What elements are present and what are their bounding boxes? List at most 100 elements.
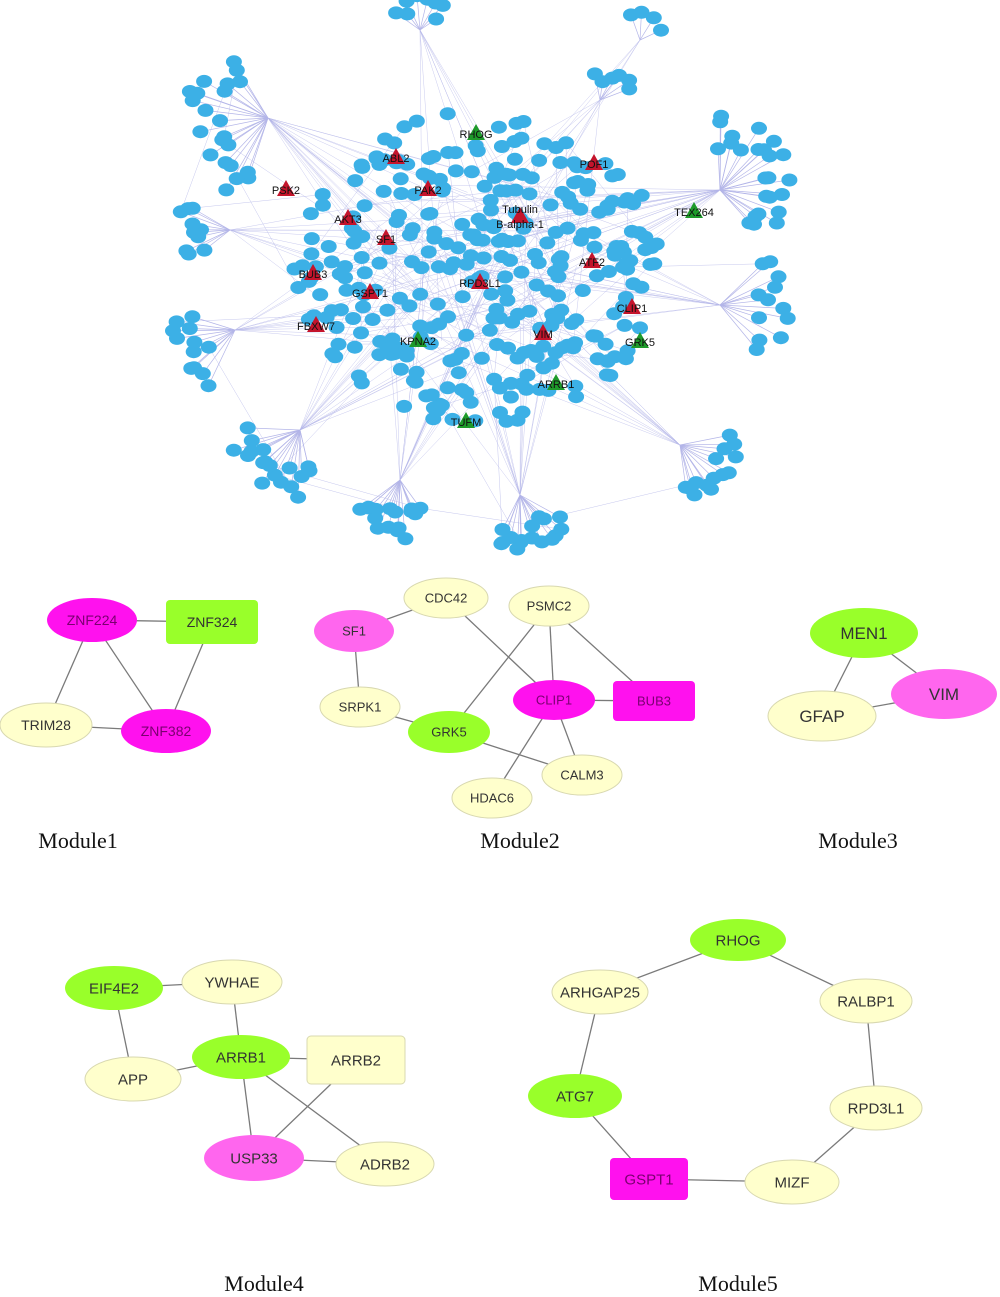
marker-label: SF1 <box>376 234 396 246</box>
overview-node <box>491 121 507 134</box>
overview-node <box>713 110 729 123</box>
overview-node <box>646 11 662 24</box>
marker-label: PSK2 <box>272 185 300 197</box>
module-node-label: BUB3 <box>637 694 671 709</box>
overview-node <box>183 362 199 375</box>
module-node: SF1 <box>314 610 394 652</box>
overview-node <box>380 342 396 355</box>
overview-node <box>780 312 796 325</box>
overview-node <box>508 184 524 197</box>
module-node-label: CALM3 <box>560 768 603 783</box>
overview-node <box>447 353 463 366</box>
overview-node <box>757 172 773 185</box>
overview-node <box>587 241 603 254</box>
module-node-label: TRIM28 <box>21 717 71 733</box>
overview-node <box>554 186 570 199</box>
overview-node <box>519 369 535 382</box>
overview-node <box>229 172 245 185</box>
overview-node <box>617 319 633 332</box>
overview-node <box>396 120 412 133</box>
marker-label: CLIP1 <box>617 303 648 315</box>
overview-node <box>347 341 363 354</box>
overview-node <box>196 244 212 257</box>
overview-node <box>386 136 402 149</box>
overview-node <box>435 0 451 12</box>
overview-node <box>399 350 415 363</box>
overview-node <box>196 75 212 88</box>
overview-node <box>422 207 438 220</box>
red-marker: POF1 <box>580 154 609 171</box>
module-caption: Module5 <box>698 1271 777 1297</box>
overview-node <box>382 502 398 515</box>
overview-node <box>184 310 200 323</box>
overview-node <box>212 114 228 127</box>
overview-node <box>440 381 456 394</box>
overview-network: ABL2PAK2PSK2AKT3SF1BUB3GSPT1FBXW7RPD3L1A… <box>165 0 797 555</box>
overview-node <box>254 477 270 490</box>
module-node-label: HDAC6 <box>470 791 514 806</box>
marker-label: TEX264 <box>674 207 714 219</box>
overview-node <box>403 505 419 518</box>
overview-node <box>510 352 526 365</box>
marker-label: AKT3 <box>334 214 362 226</box>
overview-node <box>492 311 508 324</box>
module-node: GSPT1 <box>610 1158 688 1200</box>
overview-node <box>458 329 474 342</box>
overview-node <box>495 523 511 536</box>
module-node: ARHGAP25 <box>552 970 648 1014</box>
overview-node <box>510 234 526 247</box>
marker-label: PAK2 <box>414 185 441 197</box>
overview-node <box>588 330 604 343</box>
overview-node <box>749 343 765 356</box>
overview-node <box>491 235 507 248</box>
overview-node <box>637 243 653 256</box>
overview-node <box>404 255 420 268</box>
overview-node <box>424 388 440 401</box>
overview-node <box>412 288 428 301</box>
module-node: ZNF324 <box>166 600 258 644</box>
overview-node <box>448 164 464 177</box>
module-node: RHOG <box>690 919 786 961</box>
overview-node <box>216 130 232 143</box>
overview-node <box>402 228 418 241</box>
overview-node <box>708 452 724 465</box>
module-caption: Module1 <box>38 828 117 854</box>
overview-node <box>621 82 637 95</box>
overview-node <box>470 144 486 157</box>
module-node-label: RALBP1 <box>837 993 895 1010</box>
overview-node <box>428 13 444 26</box>
overview-node <box>321 240 337 253</box>
module-node-label: ZNF382 <box>141 723 192 739</box>
overview-node <box>347 174 363 187</box>
module-node: YWHAE <box>182 960 282 1004</box>
overview-node <box>513 266 529 279</box>
module-node-label: RPD3L1 <box>848 1100 905 1117</box>
module-node: MIZF <box>745 1160 839 1204</box>
overview-node <box>769 217 785 230</box>
overview-node <box>767 281 783 294</box>
overview-node <box>327 350 343 363</box>
marker-label: B-alpha-1 <box>496 219 544 231</box>
overview-node <box>201 341 217 354</box>
overview-node <box>232 75 248 88</box>
marker-label: POF1 <box>580 159 609 171</box>
overview-node <box>440 107 456 120</box>
module-node-label: MEN1 <box>840 624 887 643</box>
overview-node <box>426 232 442 245</box>
overview-node <box>631 226 647 239</box>
module-node: ATG7 <box>528 1074 622 1118</box>
module-node-label: GSPT1 <box>624 1171 673 1188</box>
module-node: CALM3 <box>542 755 622 795</box>
overview-node <box>392 292 408 305</box>
overview-node <box>192 125 208 138</box>
overview-node <box>483 194 499 207</box>
overview-node <box>543 198 559 211</box>
overview-node <box>178 244 194 257</box>
module-node-label: SF1 <box>342 624 366 639</box>
overview-node <box>451 366 467 379</box>
overview-node <box>421 152 437 165</box>
module-node: CDC42 <box>404 578 488 618</box>
marker-label: RPD3L1 <box>459 278 501 290</box>
